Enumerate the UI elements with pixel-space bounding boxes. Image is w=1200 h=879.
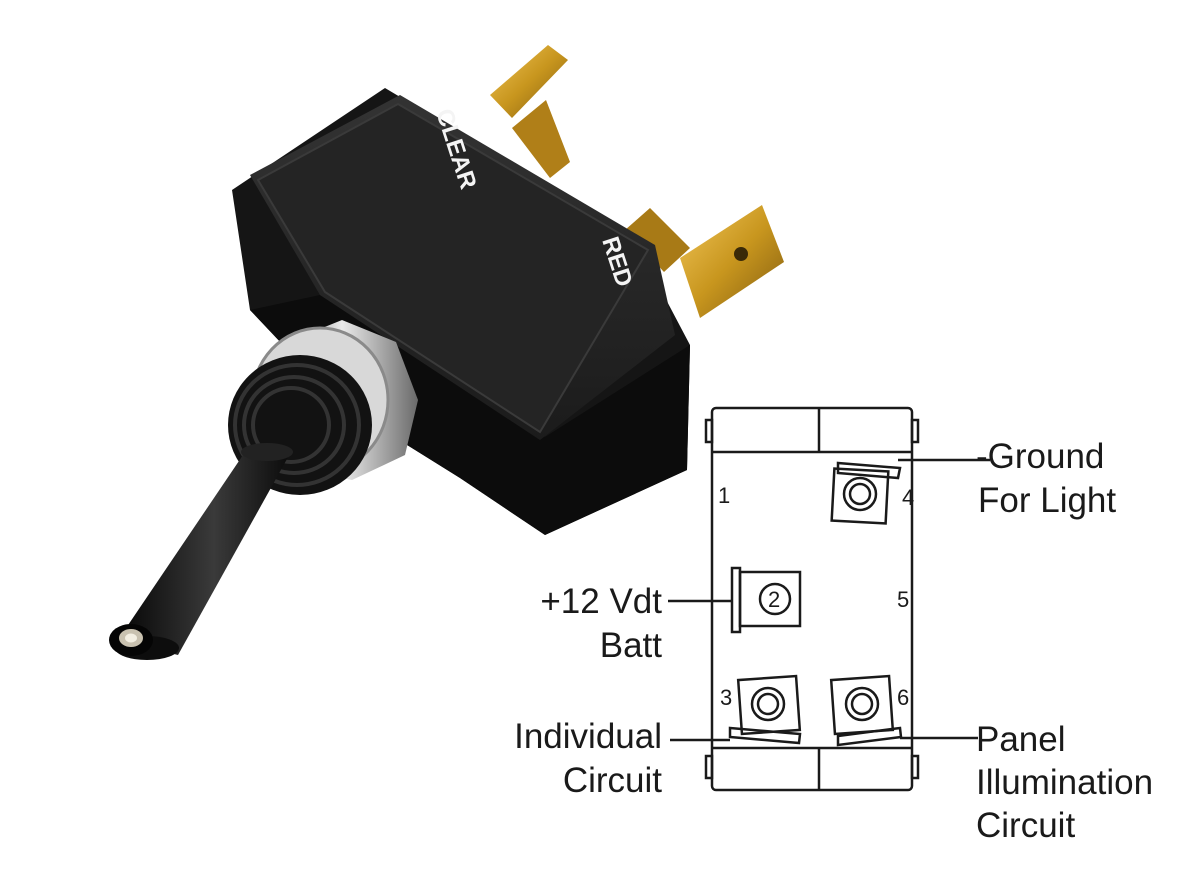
pinout-diagram (668, 406, 990, 792)
toggle-lever (109, 443, 293, 660)
toggle-switch-illustration: CLEAR RED (109, 45, 784, 660)
panel-label-line-1: Panel (976, 720, 1066, 759)
ground-label-line-1: -Ground (976, 437, 1104, 476)
individual-label-line-2: Circuit (563, 761, 662, 800)
switch-rear-outline (710, 406, 914, 792)
terminal-2 (730, 566, 802, 634)
pin-number-3: 3 (720, 685, 732, 710)
spade-terminal-right (625, 205, 784, 318)
battery-label-line-2: Batt (600, 626, 663, 665)
pin-number-4: 4 (902, 485, 914, 510)
individual-label-line-1: Individual (514, 717, 662, 756)
switch-housing (232, 88, 690, 535)
pin-number-2: 2 (768, 587, 780, 612)
pin-number-6: 6 (897, 685, 909, 710)
pin-number-1: 1 (718, 483, 730, 508)
spade-terminal-top (490, 45, 570, 178)
panel-label-line-2: Illumination (976, 763, 1153, 802)
panel-label-line-3: Circuit (976, 806, 1075, 845)
terminal-6 (829, 674, 903, 747)
terminal-3 (728, 674, 802, 745)
battery-label-line-1: +12 Vdt (540, 582, 662, 621)
pin-number-5: 5 (897, 587, 909, 612)
ground-label-line-2: For Light (978, 481, 1116, 520)
terminal-4 (830, 461, 902, 525)
